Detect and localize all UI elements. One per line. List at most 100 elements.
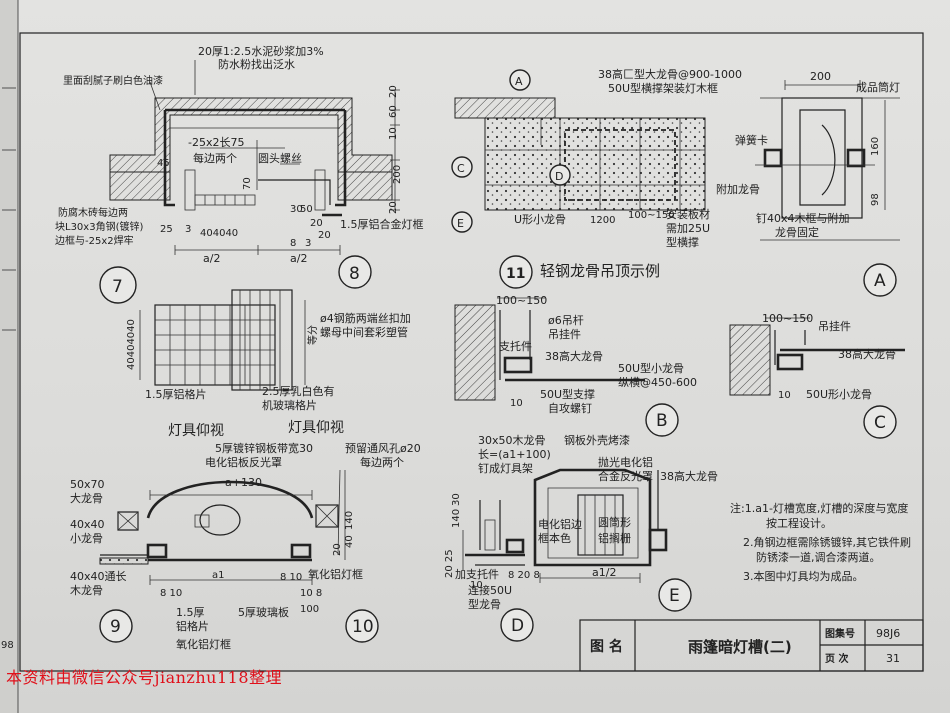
- label-10c: 氧化铝灯框: [308, 567, 363, 581]
- label-Db: 长=(a1+100): [478, 448, 551, 461]
- dim-grid-40: 40404040: [126, 319, 137, 370]
- label-9g: 40x40通长: [70, 570, 127, 583]
- view-label-right: 灯具仰视: [288, 420, 344, 436]
- label-9i: 1.5厚: [176, 606, 205, 619]
- dim-9-a130: a+130: [225, 476, 262, 489]
- label-Ae: 龙骨固定: [775, 225, 819, 239]
- dim-10-100: 100: [300, 604, 319, 615]
- binding-number: 98: [1, 640, 14, 651]
- label-9l: 5厚玻璃板: [238, 605, 289, 619]
- dim-C-10: 10: [778, 390, 791, 401]
- dim-7-20: 20: [388, 85, 399, 98]
- label-11a: 38高匚型大龙骨@900-1000: [598, 67, 742, 81]
- fixture-bottom-views: 40404040 等分 ø4钢筋两端丝扣加 螺母中间套彩塑管 1.5厚铝格片 2…: [126, 289, 411, 439]
- marker-B: B: [656, 411, 668, 431]
- label-Ef: 铝搁栅: [598, 531, 631, 545]
- dim-7-70: 70: [242, 177, 253, 190]
- dim-10-140: 140: [344, 511, 355, 530]
- label-Ab: 弹簧卡: [735, 133, 768, 147]
- dim-7-a2: a/2: [203, 252, 220, 265]
- label-grid-b: 螺母中间套彩塑管: [320, 325, 408, 339]
- label-7a: 20厚1:2.5水泥砂浆加3%: [198, 44, 324, 58]
- label-9f: 小龙骨: [70, 532, 103, 545]
- label-Ea: 钢板外壳烤漆: [564, 433, 630, 447]
- atlas-value: 98J6: [876, 627, 900, 640]
- label-Dh: 型龙骨: [468, 597, 501, 611]
- label-9e: 40x40: [70, 518, 105, 531]
- label-Aa: 成品筒灯: [856, 80, 900, 94]
- label-Ed: 38高大龙骨: [660, 469, 718, 483]
- dim-10-20: 20: [332, 543, 343, 556]
- label-10b: 每边两个: [360, 455, 404, 469]
- dim-7-20c: 20: [310, 218, 323, 229]
- marker-C: C: [874, 413, 886, 433]
- label-Bb: 吊挂件: [548, 327, 581, 341]
- label-9d: 大龙骨: [70, 491, 103, 505]
- marker-8: 8: [349, 264, 360, 284]
- label-grid-a: ø4钢筋两端丝扣加: [320, 311, 411, 325]
- note-3: 3.本图中灯具均为成品。: [743, 569, 864, 583]
- label-9k: 氧化铝灯框: [176, 637, 231, 651]
- label-7i: 边框与-25x2焊牢: [55, 234, 134, 247]
- dim-8-20: 20: [318, 230, 331, 241]
- label-Cc: 50U形小龙骨: [806, 388, 872, 401]
- dim-10-108: 10 8: [300, 588, 322, 599]
- label-Dd: 电化铝边: [538, 517, 582, 531]
- title-11: 轻钢龙骨吊顶示例: [540, 262, 660, 280]
- label-10a: 预留通风孔ø20: [345, 442, 421, 455]
- label-grid-d: 2.5厚乳白色有: [262, 384, 335, 398]
- label-7f: 圆头螺丝: [258, 152, 302, 165]
- marker-11: 11: [506, 266, 525, 282]
- label-Dc: 钉成灯具架: [478, 462, 533, 475]
- dim-9-a1: a1: [212, 570, 225, 581]
- label-7h: 块L30x3角钢(镀锌): [55, 220, 143, 233]
- watermark-text: 本资料由微信公众号jianzhu118整理: [6, 668, 283, 687]
- title-block: 图 名 雨篷暗灯槽(二) 图集号 98J6 页 次 31: [579, 619, 924, 672]
- label-8a: 1.5厚铝合金灯框: [340, 217, 424, 231]
- section-marker-C: C: [457, 162, 465, 175]
- label-7c: 里面刮腻子刷白色油漆: [63, 74, 163, 87]
- detail-D: 30x50木龙骨 长=(a1+100) 钉成灯具架 30 140 20 25 1…: [444, 434, 582, 642]
- marker-9: 9: [110, 617, 121, 637]
- label-9b: 电化铝板反光罩: [205, 455, 282, 469]
- label-Bf: 纵横@450-600: [618, 375, 697, 389]
- label-grid-f: 等分: [306, 325, 319, 345]
- dim-C-100150: 100~150: [762, 312, 813, 325]
- label-7e: 每边两个: [193, 151, 237, 165]
- label-9h: 木龙骨: [70, 584, 103, 597]
- binding-strip: 98: [0, 0, 19, 713]
- label-9c: 50x70: [70, 478, 105, 491]
- dim-7-60: 60: [388, 105, 399, 118]
- label-Be: 50U型小龙骨: [618, 361, 684, 375]
- note-2b: 防锈漆一道,调合漆两道。: [756, 550, 881, 564]
- label-Dg: 连接50U: [468, 584, 512, 597]
- dim-7-404040: 404040: [200, 228, 238, 239]
- marker-D: D: [511, 616, 524, 636]
- dim-7-10: 10: [388, 127, 399, 140]
- dim-D-10: 10: [470, 580, 483, 591]
- detail-7: 20厚1:2.5水泥砂浆加3% 防水粉找出泛水 里面刮腻子刷白色油漆 -25x2…: [55, 44, 403, 304]
- label-Bc: 支托件: [499, 339, 532, 353]
- dim-D-2025: 20 25: [444, 549, 455, 578]
- detail-A: 200 160 98 成品筒灯 弹簧卡 附加龙骨 钉40x4木框与附加 龙骨固定…: [716, 70, 900, 297]
- marker-7: 7: [112, 277, 123, 297]
- dim-A-160: 160: [870, 137, 881, 156]
- dim-D-828: 8 20 8: [508, 570, 540, 581]
- note-1: 注:1.a1-灯槽宽度,灯槽的深度与宽度: [730, 501, 908, 515]
- label-Ee: 圆筒形: [598, 515, 631, 529]
- label-11c: U形小龙骨: [514, 213, 566, 226]
- label-Df: 加支托件: [455, 567, 499, 581]
- marker-A: A: [874, 271, 886, 291]
- dim-7-50: 50: [300, 204, 313, 215]
- label-grid-c: 1.5厚铝格片: [145, 387, 207, 401]
- dim-7-30: 30: [290, 204, 303, 215]
- dim-7-45: 45: [157, 158, 170, 169]
- dim-11-100150: 100~150: [628, 210, 675, 221]
- marker-10: 10: [352, 617, 374, 637]
- detail-E: 钢板外壳烤漆 抛光电化铝 合金反光罩 38高大龙骨 圆筒形 铝搁栅 a1/2 E: [533, 433, 718, 612]
- label-Eb: 抛光电化铝: [598, 455, 653, 469]
- label-11e: 需加25U: [666, 222, 710, 235]
- label-Bg: 50U型支撑: [540, 387, 595, 401]
